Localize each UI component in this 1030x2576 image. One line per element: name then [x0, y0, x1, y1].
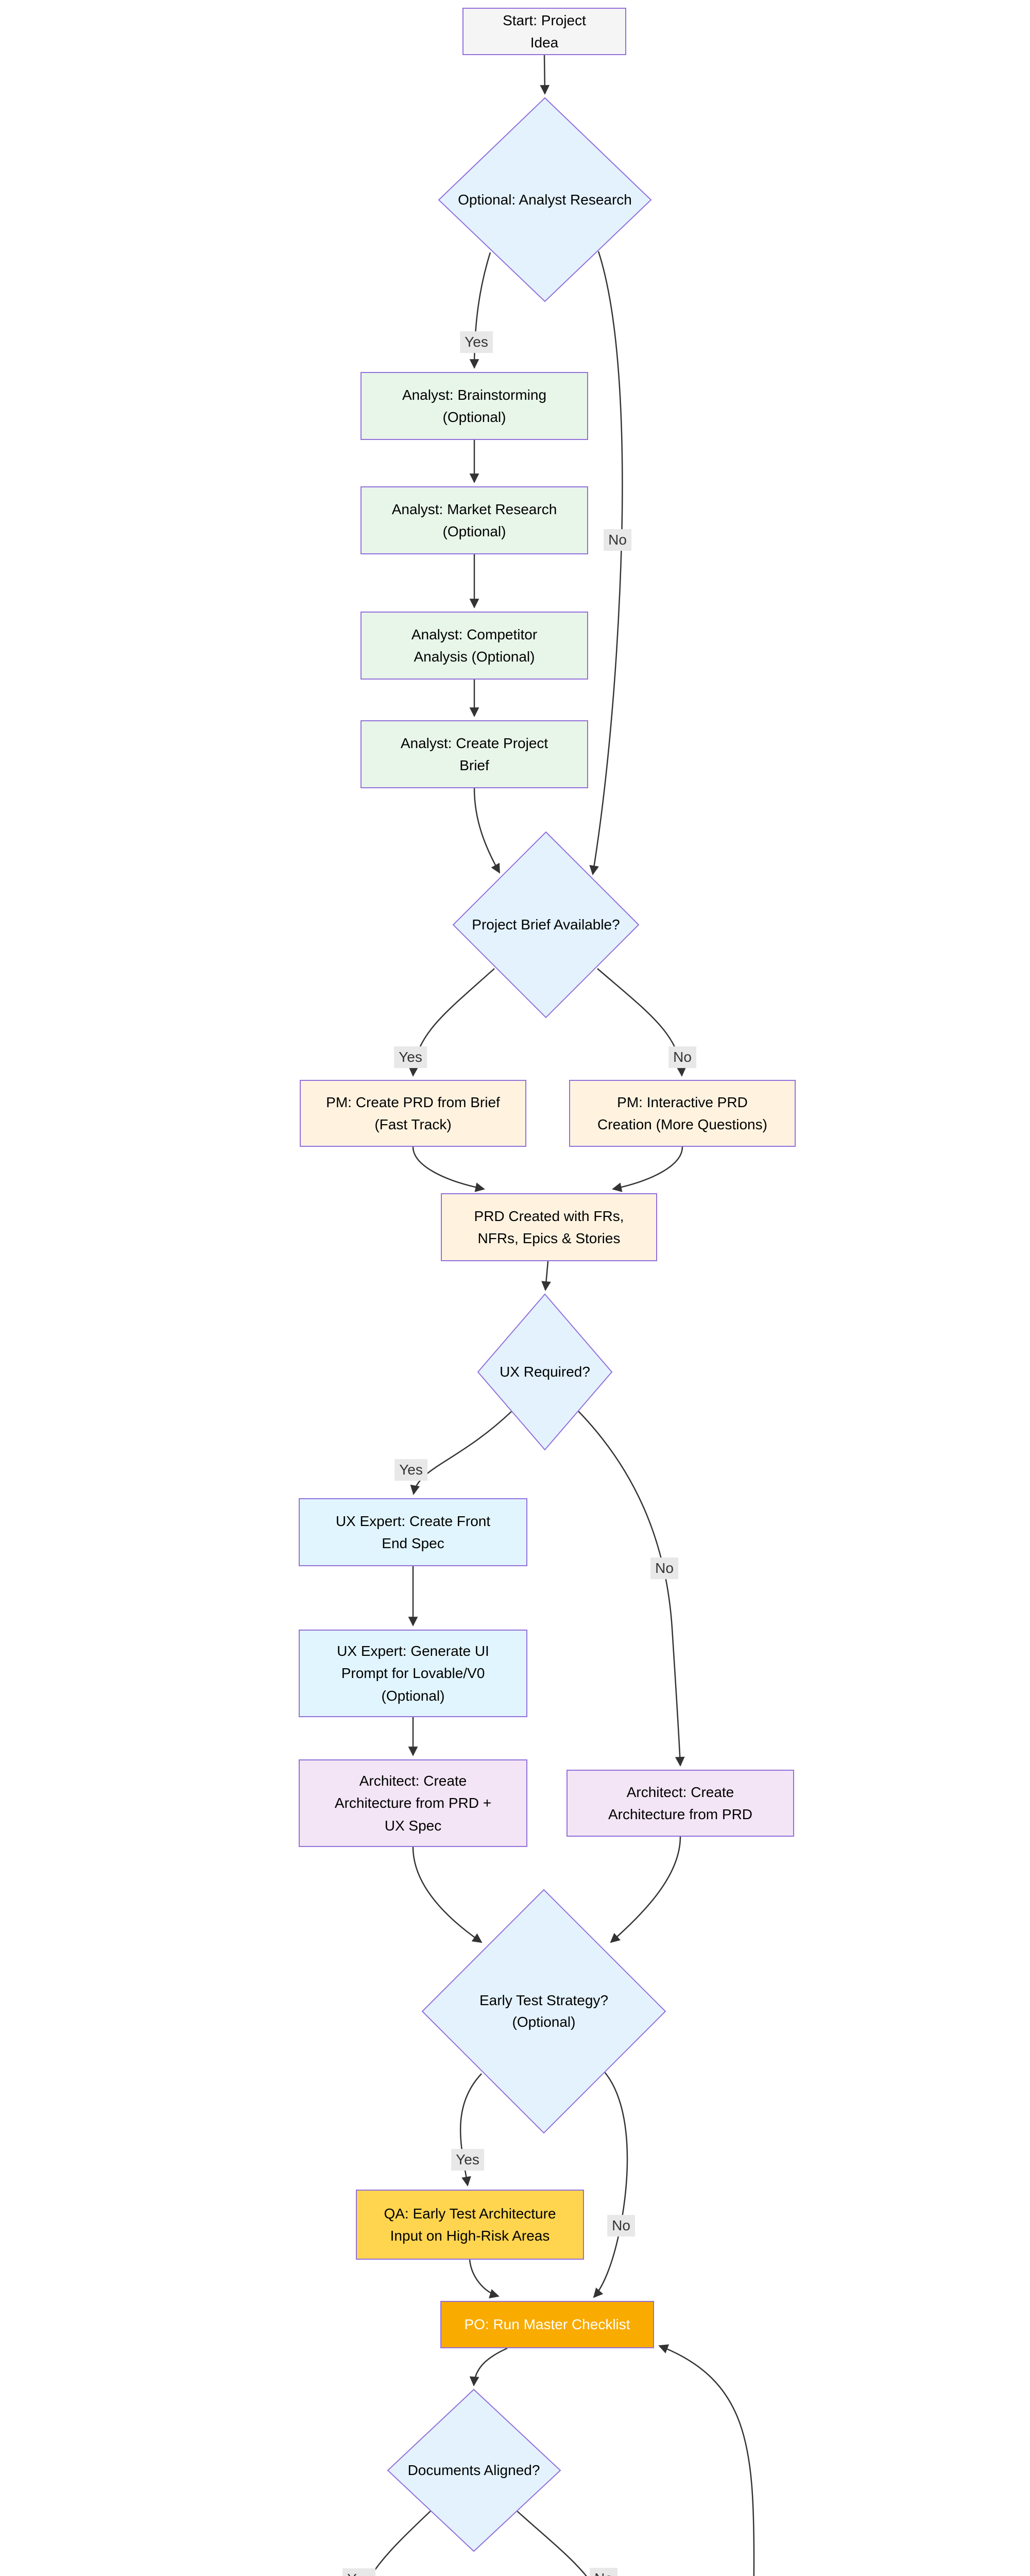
edge-analyst-research-no-to-brief-available [589, 251, 623, 875]
node-label: PM: Create PRD from Brief (Fast Track) [326, 1094, 500, 1132]
node-ux-front-end-spec: UX Expert: Create Front End Spec [299, 1498, 527, 1566]
decision-analyst-research [438, 97, 652, 302]
node-label: PRD Created with FRs, NFRs, Epics & Stor… [474, 1208, 624, 1246]
edge-label-aligned-no: No [590, 2568, 617, 2576]
node-label: Project Brief Available? [472, 917, 620, 933]
edge-master-checklist-to-docs-aligned [469, 2347, 508, 2386]
decision-label-brief-available: Project Brief Available? [448, 909, 644, 940]
edge-start-to-analyst-research [540, 55, 550, 95]
decision-early-test [421, 1889, 666, 2134]
node-prd-created: PRD Created with FRs, NFRs, Epics & Stor… [441, 1193, 657, 1261]
edge-early-test-no-to-master-checklist [593, 2072, 628, 2298]
edge-label-analyst-yes: Yes [460, 331, 493, 353]
edge-arch-prd-to-early-test [610, 1836, 681, 1943]
node-label: Analyst: Brainstorming (Optional) [402, 386, 547, 425]
decision-label-early-test: Early Test Strategy? (Optional) [467, 1980, 621, 2042]
node-label: QA: Early Test Architecture Input on Hig… [384, 2205, 556, 2244]
node-label: Analyst: Create Project Brief [400, 735, 548, 773]
decision-docs-aligned [387, 2388, 561, 2552]
edge-label-aligned-yes: Yes [342, 2568, 375, 2576]
edge-label-test-no: No [607, 2215, 635, 2236]
edge-ux-required-no-to-arch-prd [577, 1410, 685, 1767]
decision-label-docs-aligned: Documents Aligned? [391, 2455, 556, 2486]
edge-create-brief-to-brief-available [473, 788, 501, 874]
node-label: Analyst: Market Research (Optional) [391, 501, 557, 539]
edge-prd-fast-track-to-prd-created [412, 1146, 485, 1192]
edge-arch-prd-ux-to-early-test [412, 1846, 483, 1943]
decision-ux-required [477, 1293, 613, 1451]
edge-prd-interactive-to-prd-created [612, 1146, 683, 1192]
edge-label-ux-no: No [650, 1557, 678, 1579]
node-analyst-competitor-analysis: Analyst: Competitor Analysis (Optional) [360, 612, 588, 680]
edge-qa-to-master-checklist [469, 2259, 500, 2299]
node-label: UX Required? [500, 1364, 590, 1380]
edge-docs-aligned-yes-to-planning-complete [370, 2511, 431, 2576]
node-label: Architect: Create Architecture from PRD [608, 1784, 753, 1822]
node-label: Start: Project Idea [503, 12, 586, 50]
edge-label-ux-yes: Yes [394, 1459, 427, 1481]
decision-label-analyst-research: Optional: Analyst Research [442, 184, 648, 215]
node-analyst-create-brief: Analyst: Create Project Brief [360, 720, 588, 788]
node-po-run-master-checklist: PO: Run Master Checklist [440, 2301, 654, 2348]
node-label: Early Test Strategy? (Optional) [479, 1992, 609, 2030]
node-label: Analyst: Competitor Analysis (Optional) [411, 626, 538, 665]
edge-docs-aligned-no-to-update-epics [517, 2511, 587, 2576]
node-pm-prd-fast-track: PM: Create PRD from Brief (Fast Track) [300, 1080, 526, 1147]
node-arch-from-prd-ux: Architect: Create Architecture from PRD … [299, 1759, 527, 1847]
edge-update-prd-arch-to-master-checklist [658, 2344, 755, 2576]
node-qa-early-test-input: QA: Early Test Architecture Input on Hig… [356, 2190, 584, 2260]
edge-label-analyst-no: No [604, 529, 631, 551]
node-label: Optional: Analyst Research [458, 192, 632, 208]
node-label: PO: Run Master Checklist [464, 2316, 630, 2333]
node-label: Documents Aligned? [407, 2462, 540, 2478]
edge-label-brief-yes: Yes [394, 1046, 427, 1068]
edge-label-brief-no: No [668, 1046, 696, 1068]
node-analyst-brainstorming: Analyst: Brainstorming (Optional) [360, 372, 588, 440]
edge-early-test-yes-to-qa [459, 2073, 482, 2187]
edge-prd-created-to-ux-required [541, 1261, 551, 1291]
node-label: UX Expert: Create Front End Spec [335, 1513, 491, 1551]
node-arch-from-prd: Architect: Create Architecture from PRD [566, 1770, 794, 1837]
node-label: PM: Interactive PRD Creation (More Quest… [597, 1094, 767, 1132]
edge-ux-required-yes-to-front-end-spec [410, 1410, 513, 1495]
edge-label-test-yes: Yes [451, 2149, 484, 2171]
decision-brief-available [452, 831, 640, 1019]
node-ux-ui-prompt: UX Expert: Generate UI Prompt for Lovabl… [299, 1630, 527, 1717]
decision-label-ux-required: UX Required? [473, 1357, 617, 1387]
node-pm-prd-interactive: PM: Interactive PRD Creation (More Quest… [569, 1080, 796, 1147]
node-label: Architect: Create Architecture from PRD … [334, 1772, 492, 1834]
node-label: UX Expert: Generate UI Prompt for Lovabl… [337, 1642, 489, 1704]
node-analyst-market-research: Analyst: Market Research (Optional) [360, 486, 588, 554]
node-start-project-idea: Start: Project Idea [462, 8, 626, 55]
